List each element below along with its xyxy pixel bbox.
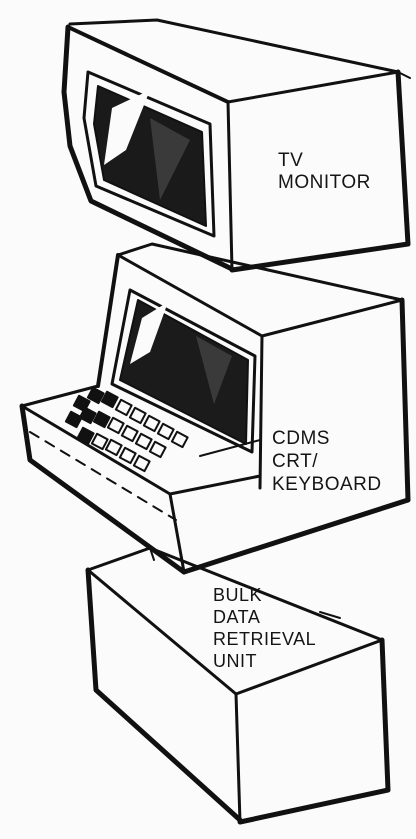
tv-monitor-icon bbox=[64, 20, 410, 270]
label-line: CRT/ bbox=[272, 451, 382, 474]
label-tv-monitor: TV MONITOR bbox=[278, 150, 371, 194]
label-line: TV bbox=[278, 150, 371, 172]
label-line: DATA bbox=[213, 607, 316, 629]
label-line: KEYBOARD bbox=[272, 474, 382, 497]
label-cdms-crt-keyboard: CDMS CRT/ KEYBOARD bbox=[272, 428, 382, 496]
crt-keyboard-icon bbox=[22, 244, 408, 572]
label-line: BULK bbox=[213, 585, 316, 607]
label-line: CDMS bbox=[272, 428, 382, 451]
label-line: UNIT bbox=[213, 651, 316, 673]
label-bulk-data-retrieval-unit: BULK DATA RETRIEVAL UNIT bbox=[213, 585, 316, 673]
label-line: RETRIEVAL bbox=[213, 629, 316, 651]
label-line: MONITOR bbox=[278, 172, 371, 194]
